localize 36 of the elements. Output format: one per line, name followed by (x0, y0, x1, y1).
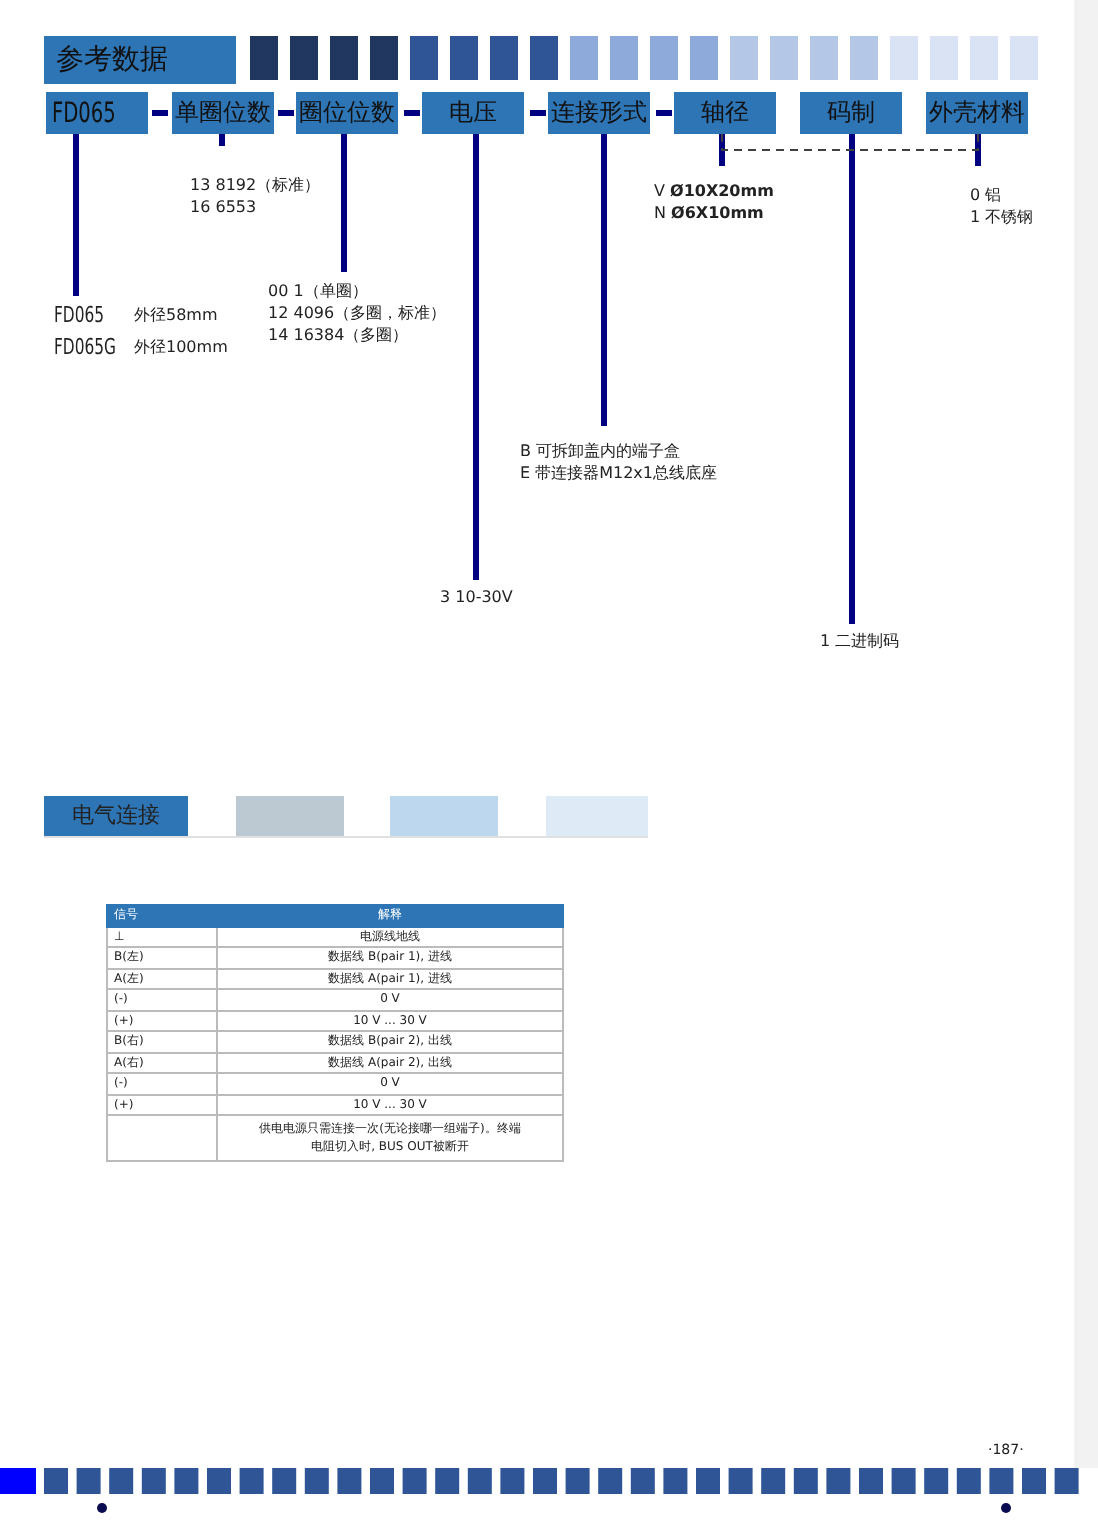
code-box: 圈位位数 (296, 92, 398, 134)
model-code: FD065G (54, 332, 110, 364)
option-text: 1 二进制码 (820, 630, 900, 652)
section-title: 参考数据 (44, 36, 236, 84)
section-heading: 电气连接 (44, 796, 188, 836)
code-box: 单圈位数 (172, 92, 274, 134)
option-text: 16 6553 (190, 196, 257, 218)
dashed-line (721, 133, 979, 151)
option-text: 3 10-30V (440, 586, 513, 608)
leader-line (73, 134, 79, 296)
leader-line (719, 134, 725, 166)
code-box: 码制 (800, 92, 902, 134)
leader-line (219, 134, 225, 146)
option-text: 00 1（单圈） (268, 280, 368, 302)
option-text: 外径58mm (134, 304, 220, 328)
option-text: 外径100mm (134, 336, 230, 360)
option-text: 13 8192（标准） (190, 174, 321, 196)
leader-line (849, 134, 855, 624)
option-text: E 带连接器M12x1总线底座 (520, 462, 718, 484)
option-text: 0 铝 (970, 184, 1002, 206)
code-box: 电压 (422, 92, 524, 134)
option-text: V Ø10X20mm (654, 180, 774, 202)
leader-line (975, 134, 981, 166)
option-text: 14 16384（多圈） (268, 324, 409, 346)
leader-line (341, 134, 347, 272)
option-text: 12 4096（多圈，标准） (268, 302, 447, 324)
option-text: 1 不锈钢 (970, 206, 1034, 228)
code-box: 轴径 (674, 92, 776, 134)
code-box: FD065 (46, 92, 148, 134)
option-text: B 可拆卸盖内的端子盒 (520, 440, 681, 462)
model-code: FD065 (54, 300, 107, 332)
option-text: N Ø6X10mm (654, 202, 764, 224)
code-box: 连接形式 (548, 92, 650, 134)
code-box: 外壳材料 (926, 92, 1028, 134)
leader-line (601, 134, 607, 426)
leader-line (473, 134, 479, 580)
